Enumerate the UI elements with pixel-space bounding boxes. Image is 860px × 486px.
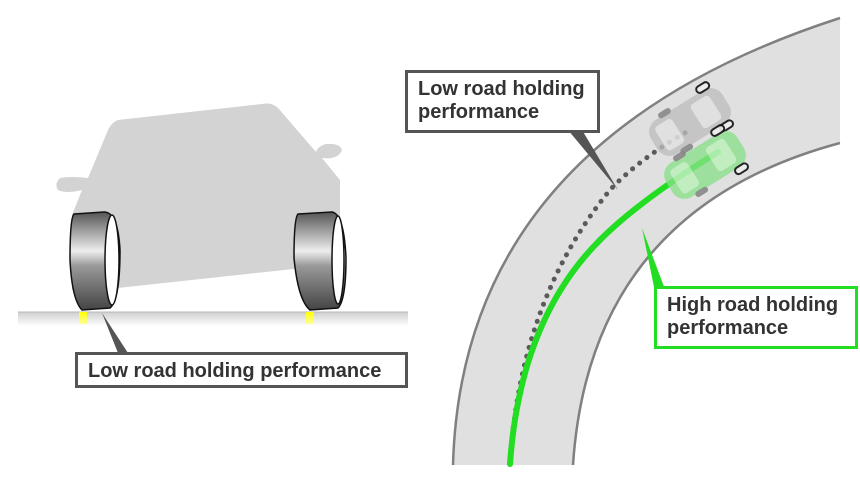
callout-low-line1: Low road holding [418,78,585,100]
low-callout-pointer [568,130,618,190]
left-callout-pointer [102,313,128,353]
right-tire [293,211,347,311]
car-body-silhouette [56,103,343,290]
left-callout-text: Low road holding performance [88,360,382,382]
callout-high-line2: performance [667,317,789,339]
callout-high-holding: High road holding performance [654,286,858,349]
callout-low-line2: performance [418,101,540,123]
car-low-holding [649,81,734,156]
low-holding-path [507,127,693,467]
callout-low-holding: Low road holding performance [405,70,600,133]
left-tire [69,211,121,311]
left-contact-patch [79,312,87,324]
left-callout-low-holding: Low road holding performance [75,352,408,388]
ground-surface [18,312,408,326]
car-front-view [56,103,343,290]
high-callout-pointer [642,228,666,292]
callout-high-line1: High road holding [667,294,839,316]
car-high-holding [664,124,749,199]
right-contact-patch [306,312,314,324]
